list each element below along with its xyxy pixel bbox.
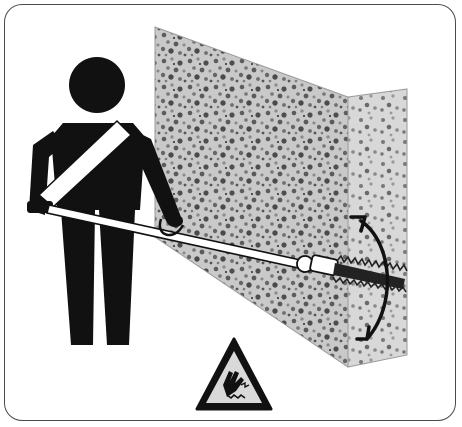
hedge-icon bbox=[145, 20, 415, 375]
safety-illustration bbox=[5, 5, 456, 421]
hand-cut-warning-icon bbox=[197, 339, 271, 409]
illustration-frame bbox=[4, 4, 456, 421]
